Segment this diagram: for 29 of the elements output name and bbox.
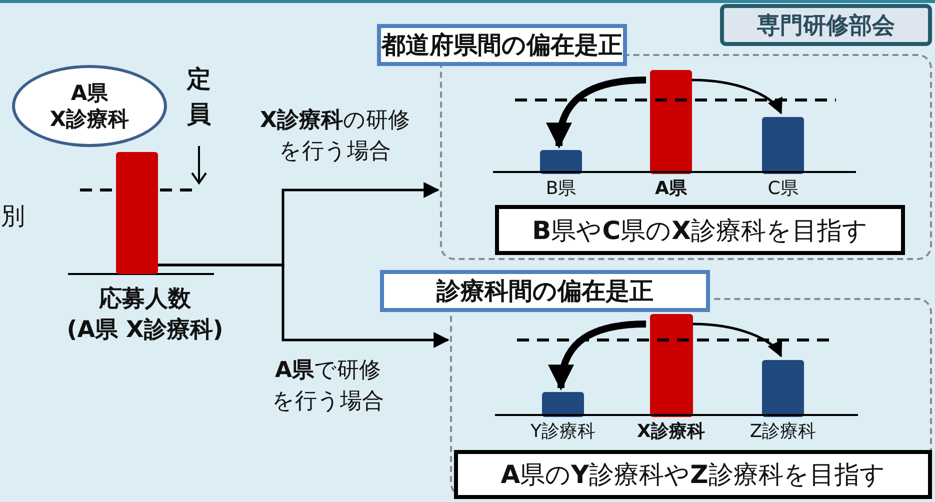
bar xyxy=(116,152,158,274)
arrow xyxy=(692,78,782,114)
axis-label: Y診療科 xyxy=(530,420,596,444)
bar xyxy=(650,70,692,174)
arrow xyxy=(158,264,450,348)
arrow xyxy=(548,76,646,149)
ellipse-node: A県 X診療科 xyxy=(12,65,167,147)
edge-label: A県で研修を行う場合 xyxy=(271,357,385,416)
quota-label: 定員 xyxy=(186,64,212,130)
chart-caption: 応募人数 (A県 X診療科) xyxy=(66,285,224,346)
bar xyxy=(542,392,584,417)
axis-label: A県 xyxy=(654,177,688,201)
arrow xyxy=(692,322,782,358)
bar xyxy=(540,150,582,174)
axis-label: X診療科 xyxy=(636,420,706,444)
heading-tab: 都道府県間の偏在是正 xyxy=(377,24,627,66)
section-tag: 専門研修部会 xyxy=(720,4,932,46)
bar xyxy=(650,314,693,417)
edge-label: X診療科の研修を行う場合 xyxy=(259,107,411,166)
axis-label: Z診療科 xyxy=(748,420,818,444)
goal-box: A県のY診療科やZ診療科を目指す xyxy=(454,450,932,499)
arrow xyxy=(549,320,646,391)
text-fragment: 別 xyxy=(1,201,25,232)
axis-label: B県 xyxy=(544,177,578,201)
bar xyxy=(762,360,804,417)
bar xyxy=(762,117,804,174)
goal-box: B県やC県のX診療科を目指す xyxy=(495,205,905,255)
axis-label: C県 xyxy=(766,177,800,201)
heading-tab: 診療科間の偏在是正 xyxy=(380,270,710,312)
